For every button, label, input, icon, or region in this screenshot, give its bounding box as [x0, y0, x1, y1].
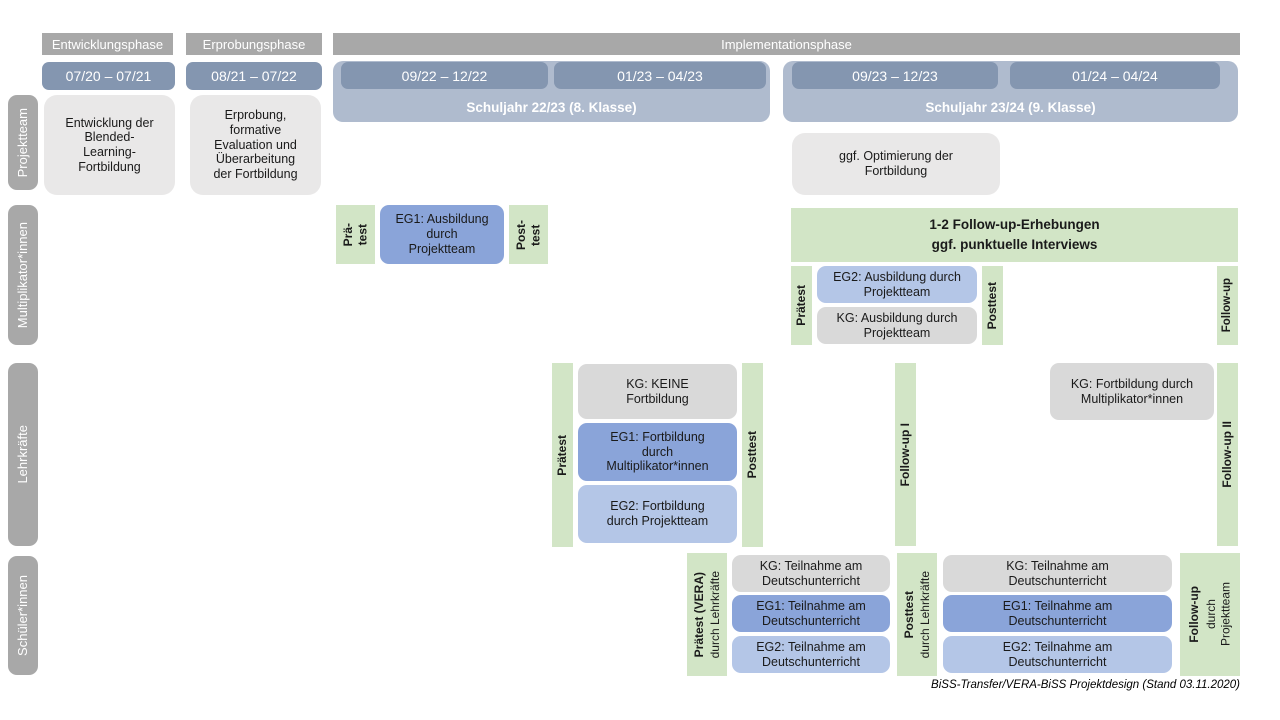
row-label-projektteam-text: Projektteam — [15, 107, 31, 178]
strip-praetest-vera-schueler: Prätest (VERA) durch Lehrkräfte — [687, 553, 727, 676]
schoolyear-label-23-24: Schuljahr 23/24 (9. Klasse) — [925, 100, 1096, 115]
strip-praetest-multiplikatoren-2-text: Prätest — [794, 285, 809, 326]
row-label-multiplikatoren-text: Multiplikator*innen — [15, 221, 31, 329]
strip-posttest-lehrkraefte: Posttest — [742, 363, 763, 547]
strip-followup-2-lehrkraefte: Follow-up II — [1217, 363, 1238, 546]
strip-followup-2-lehrkraefte-text: Follow-up II — [1220, 421, 1235, 488]
row-label-multiplikatoren: Multiplikator*innen — [8, 205, 38, 345]
box-erprobung-evaluation: Erprobung, formative Evaluation und Über… — [190, 95, 321, 195]
date-pill-0923-1223: 09/23 – 12/23 — [792, 62, 998, 89]
strip-praetest-multiplikatoren-1: Prä- test — [336, 205, 375, 264]
box-eg1-teilnahme-2: EG1: Teilnahme am Deutschunterricht — [943, 595, 1172, 632]
box-optimierung-fortbildung: ggf. Optimierung der Fortbildung — [792, 133, 1000, 195]
strip-posttest-schueler-main: Posttest — [901, 590, 916, 639]
strip-posttest-multiplikatoren-1-text: Post- test — [514, 219, 543, 250]
box-eg1-ausbildung: EG1: Ausbildung durch Projektteam — [380, 205, 504, 264]
strip-posttest-multiplikatoren-2: Posttest — [982, 266, 1003, 345]
strip-followup-multiplikatoren: Follow-up — [1217, 266, 1238, 345]
date-pill-0821-0722: 08/21 – 07/22 — [186, 62, 322, 90]
strip-praetest-vera-schueler-sub: durch Lehrkräfte — [708, 570, 722, 659]
strip-followup-1-lehrkraefte: Follow-up I — [895, 363, 916, 546]
phase-header-erprobungsphase: Erprobungsphase — [186, 33, 322, 55]
strip-praetest-multiplikatoren-2: Prätest — [791, 266, 812, 345]
phase-header-implementationsphase: Implementationsphase — [333, 33, 1240, 55]
strip-followup-schueler: Follow-up durch Projektteam — [1180, 553, 1240, 676]
date-pill-0720-0721: 07/20 – 07/21 — [42, 62, 175, 90]
box-eg2-teilnahme-2: EG2: Teilnahme am Deutschunterricht — [943, 636, 1172, 673]
strip-followup-1-lehrkraefte-text: Follow-up I — [898, 422, 913, 487]
date-pill-0922-1222: 09/22 – 12/22 — [341, 62, 548, 89]
box-eg2-ausbildung: EG2: Ausbildung durch Projektteam — [817, 266, 977, 303]
row-label-schueler-text: Schüler*innen — [15, 575, 31, 656]
diagram-caption: BiSS-Transfer/VERA-BiSS Projektdesign (S… — [931, 679, 1240, 691]
strip-praetest-multiplikatoren-1-text: Prä- test — [341, 222, 370, 247]
strip-praetest-lehrkraefte-text: Prätest — [555, 434, 570, 476]
strip-posttest-schueler-sub: durch Lehrkräfte — [918, 570, 932, 659]
phase-header-entwicklungsphase: Entwicklungsphase — [42, 33, 173, 55]
strip-praetest-vera-schueler-main: Prätest (VERA) — [691, 571, 706, 658]
box-followup-erhebungen: 1-2 Follow-up-Erhebungen ggf. punktuelle… — [791, 208, 1238, 262]
strip-posttest-schueler: Posttest durch Lehrkräfte — [897, 553, 937, 676]
box-eg2-fortbildung: EG2: Fortbildung durch Projektteam — [578, 485, 737, 543]
row-label-lehrkraefte-text: Lehrkräfte — [15, 425, 31, 484]
schoolyear-label-22-23: Schuljahr 22/23 (8. Klasse) — [466, 100, 637, 115]
box-eg2-teilnahme-1: EG2: Teilnahme am Deutschunterricht — [732, 636, 890, 673]
box-entwicklung-fortbildung: Entwicklung der Blended- Learning- Fortb… — [44, 95, 175, 195]
date-pill-0123-0423: 01/23 – 04/23 — [554, 62, 766, 89]
strip-posttest-lehrkraefte-text: Posttest — [745, 431, 760, 479]
date-pill-0124-0424: 01/24 – 04/24 — [1010, 62, 1220, 89]
strip-posttest-multiplikatoren-1: Post- test — [509, 205, 548, 264]
box-kg-keine-fortbildung: KG: KEINE Fortbildung — [578, 364, 737, 419]
box-kg-teilnahme-1: KG: Teilnahme am Deutschunterricht — [732, 555, 890, 592]
strip-posttest-multiplikatoren-2-text: Posttest — [985, 281, 1000, 330]
box-kg-teilnahme-2: KG: Teilnahme am Deutschunterricht — [943, 555, 1172, 592]
row-label-lehrkraefte: Lehrkräfte — [8, 363, 38, 546]
box-eg1-fortbildung: EG1: Fortbildung durch Multiplikator*inn… — [578, 423, 737, 481]
strip-praetest-lehrkraefte: Prätest — [552, 363, 573, 547]
strip-followup-multiplikatoren-text: Follow-up — [1220, 278, 1233, 333]
box-kg-ausbildung: KG: Ausbildung durch Projektteam — [817, 307, 977, 344]
box-kg-fortbildung-multiplikatoren: KG: Fortbildung durch Multiplikator*inne… — [1050, 363, 1214, 420]
row-label-projektteam: Projektteam — [8, 95, 38, 190]
strip-followup-schueler-main: Follow-up — [1187, 586, 1202, 643]
row-label-schueler: Schüler*innen — [8, 556, 38, 675]
strip-followup-schueler-sub: durch Projektteam — [1203, 582, 1233, 647]
box-eg1-teilnahme-1: EG1: Teilnahme am Deutschunterricht — [732, 595, 890, 632]
